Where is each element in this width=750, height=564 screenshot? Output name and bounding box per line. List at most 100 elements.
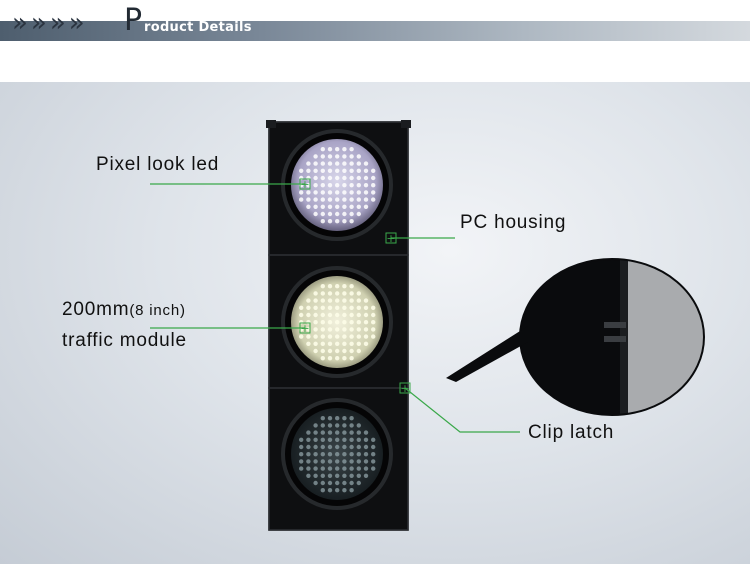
chevron-right-icon: » [12,8,28,38]
led-dot [335,161,340,166]
led-dot [335,168,340,173]
led-dot [342,161,347,166]
led-dot [349,480,354,486]
led-dot [320,341,325,346]
led-dot [371,444,376,450]
led-dot [313,161,318,166]
led-dot [327,298,333,303]
pc-housing-label: PC housing [460,212,567,233]
led-dot [306,459,311,464]
led-dot [327,219,333,224]
led-dot [349,211,354,217]
led-dot [320,430,325,435]
traffic-light-illustration: + + + + [150,120,705,531]
led-dot [299,452,304,457]
led-dot [342,480,347,486]
led-dot [327,356,333,361]
led-dot [363,430,369,435]
led-dot [335,466,340,471]
pixel-led-label: Pixel look led [96,154,220,175]
led-dot [363,175,369,181]
led-dot [320,161,325,166]
led-dot [371,305,376,310]
led-dot [327,291,333,296]
led-dot [327,341,333,346]
led-dot [342,197,347,202]
led-dot [299,190,304,195]
chevron-group: » » » » [12,6,85,40]
led-dot [342,423,347,428]
led-dot [349,154,354,159]
led-dot [349,147,354,152]
led-dot [299,334,304,339]
section-header: » » » » P roduct Details [0,0,750,82]
led-dot [356,298,361,303]
led-dot [349,423,354,428]
led-dot [335,211,340,217]
led-dot [349,305,354,310]
led-dot [363,320,369,325]
led-dot [371,312,376,318]
led-dot [320,291,325,296]
led-dot [349,161,354,166]
led-dot [299,466,304,471]
led-dot [306,473,311,478]
led-dot [349,459,354,464]
led-dot [349,348,354,354]
led-dot [327,190,333,195]
led-dot [335,284,340,289]
led-dot [342,154,347,159]
led-dot [349,488,354,493]
led-dot [356,183,361,188]
led-dot [335,452,340,457]
led-dot [306,452,311,457]
led-dot [335,147,340,152]
led-dot [327,452,333,457]
led-dot [342,356,347,361]
led-dot [313,291,318,296]
led-dot [327,459,333,464]
led-dot [335,437,340,442]
led-dot [320,175,325,181]
led-dot [349,327,354,332]
led-dot [342,190,347,195]
led-dot [335,197,340,202]
led-dot [320,298,325,303]
led-dot [342,430,347,435]
led-dot [306,312,311,318]
header-band [0,21,750,41]
led-dot [306,444,311,450]
led-dot [363,444,369,450]
led-dot [363,334,369,339]
led-dot [306,298,311,303]
led-dot [320,437,325,442]
led-dot [313,168,318,173]
led-dot [313,312,318,318]
led-dot [313,430,318,435]
led-dot [356,161,361,166]
led-dot [371,459,376,464]
led-dot [342,175,347,181]
led-dot [356,291,361,296]
chevron-right-icon: » [68,8,85,38]
led-dot [327,175,333,181]
led-dot [313,348,318,354]
svg-text:+: + [386,232,395,245]
led-dot [327,154,333,159]
led-dot [349,341,354,346]
led-dot [356,197,361,202]
module-size-label: 200mm(8 inch) [62,299,186,321]
led-dot [342,291,347,296]
chevron-right-icon: » [49,8,66,38]
led-dot [320,327,325,332]
led-dot [356,430,361,435]
led-dot [371,197,376,202]
led-dot [349,356,354,361]
led-dot [313,183,318,188]
led-dot [342,488,347,493]
led-dot [335,488,340,493]
led-dot [342,452,347,457]
led-dot [356,168,361,173]
led-dot [349,444,354,450]
led-dot [363,305,369,310]
